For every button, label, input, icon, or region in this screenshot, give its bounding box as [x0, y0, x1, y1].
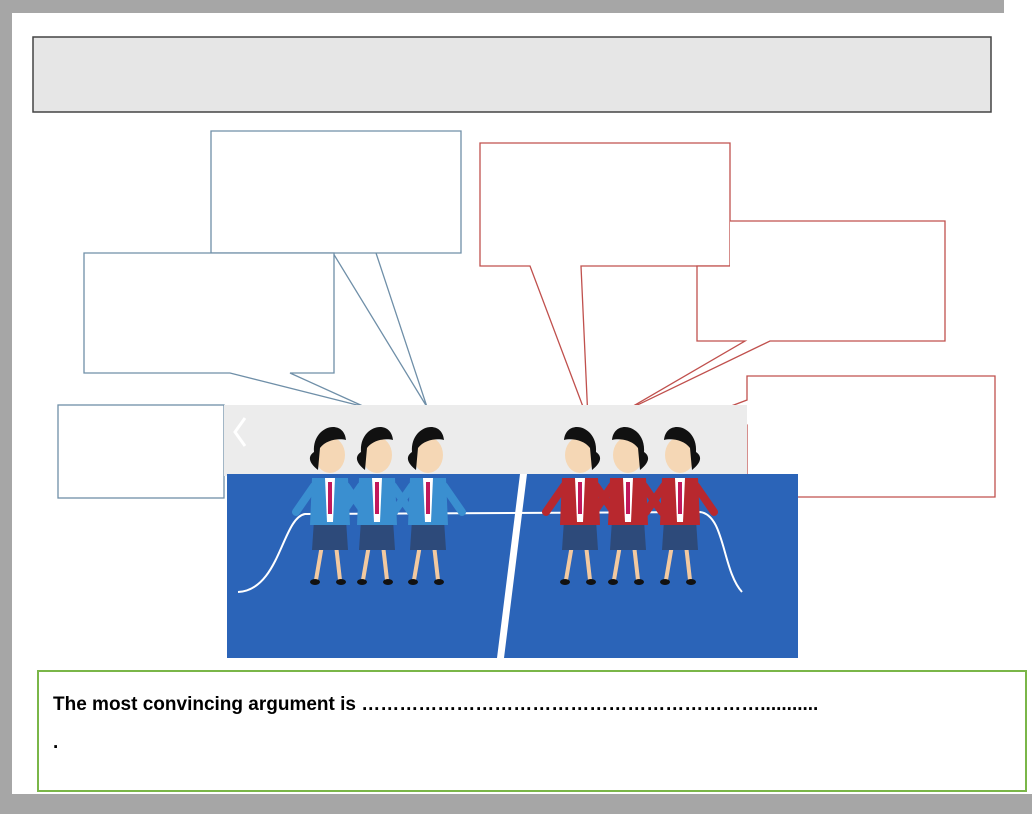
prompt-text: The most convincing argument is ………………………: [53, 686, 1025, 724]
answer-box[interactable]: The most convincing argument is ………………………: [37, 670, 1027, 792]
speech-bubble-left-bottom[interactable]: [58, 405, 224, 498]
prompt-continuation: .: [53, 724, 1025, 762]
speech-bubble-left-middle[interactable]: [84, 253, 365, 407]
page-frame-bottom: [0, 794, 1032, 814]
tug-of-war-illustration: [224, 405, 798, 658]
page-frame-top: [0, 0, 1032, 13]
title-box[interactable]: [33, 37, 991, 112]
page-frame-right: [1004, 0, 1032, 670]
page-frame-left: [0, 0, 12, 814]
